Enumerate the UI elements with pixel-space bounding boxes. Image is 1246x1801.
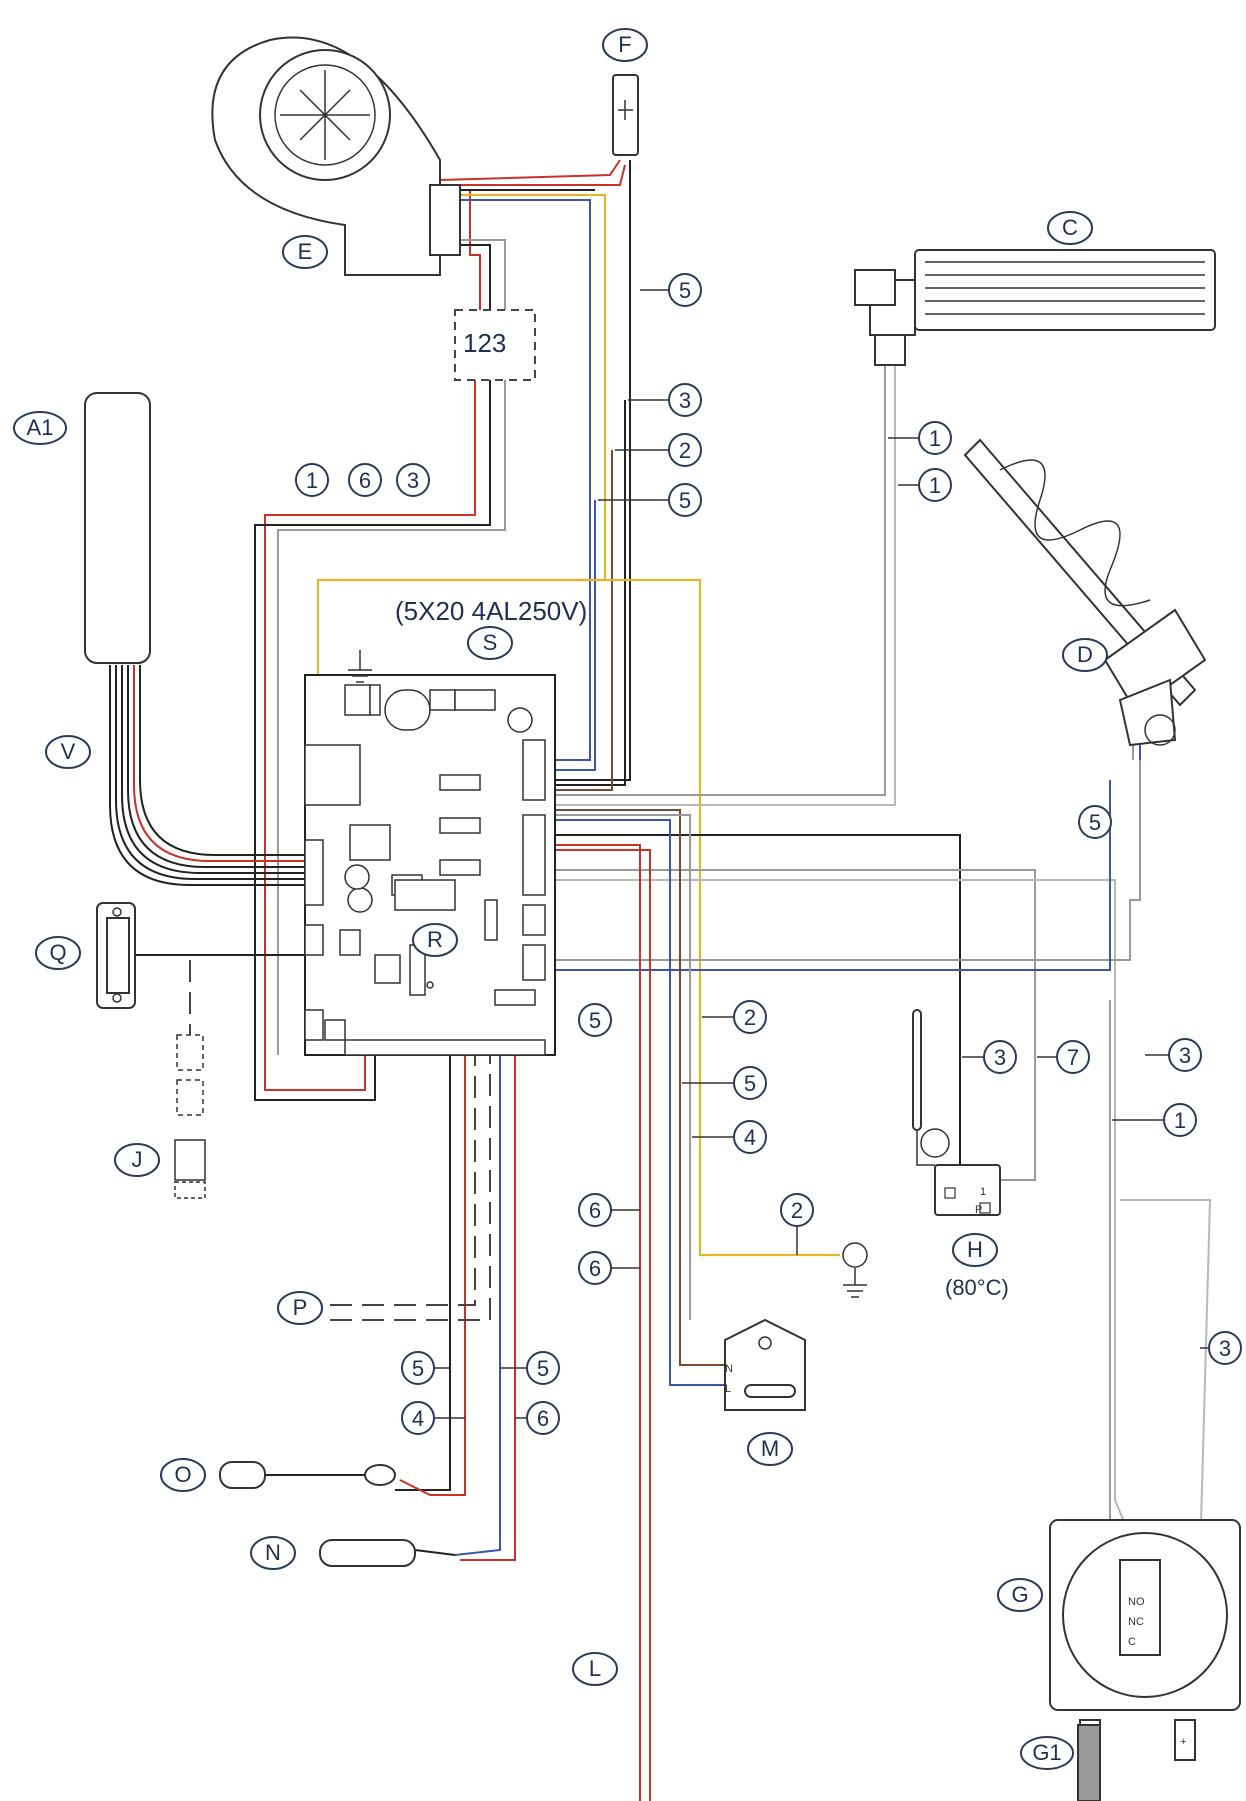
label-h: H xyxy=(967,1237,983,1262)
wire-2-b: 2 xyxy=(744,1005,756,1030)
wire-1-b: 1 xyxy=(929,426,941,451)
label-f: F xyxy=(618,32,631,57)
control-board xyxy=(304,674,556,1056)
label-g: G xyxy=(1011,1582,1028,1607)
terminal-block-label: 123 xyxy=(463,328,506,358)
wire-3-a: 3 xyxy=(679,388,691,413)
probe-o xyxy=(219,1461,396,1489)
wire-6-a: 6 xyxy=(359,468,371,493)
wire-2-a: 2 xyxy=(679,438,691,463)
thermostat-pin-1: 1 xyxy=(980,1186,986,1198)
mains-n: N xyxy=(725,1363,733,1375)
wire-1-c: 1 xyxy=(929,473,941,498)
label-g1: G1 xyxy=(1032,1740,1061,1765)
temperature-probe-f xyxy=(612,74,639,156)
wire-6-d: 6 xyxy=(537,1406,549,1431)
wire-5-d: 5 xyxy=(589,1008,601,1033)
wire-5-a: 5 xyxy=(679,278,691,303)
wire-5-g: 5 xyxy=(537,1356,549,1381)
wire-number-labels: 5 3 2 5 1 6 3 1 1 5 5 2 5 4 xyxy=(295,273,1242,1435)
wire-5-f: 5 xyxy=(412,1356,424,1381)
serial-connector xyxy=(96,902,136,1009)
wire-5-b: 5 xyxy=(679,488,691,513)
switch-no: NO xyxy=(1128,1596,1145,1608)
fuse-note: (5X20 4AL250V) xyxy=(395,596,587,626)
port-plus: + xyxy=(1180,1736,1186,1748)
label-o: O xyxy=(174,1462,191,1487)
wire-1-a: 1 xyxy=(306,468,318,493)
switch-nc: NC xyxy=(1128,1616,1144,1628)
safety-thermostat: 1 P xyxy=(912,1009,1001,1216)
ground-symbol-board xyxy=(348,650,372,683)
component-labels: F E C A1 D S V Q R J H P M O N G L xyxy=(13,28,1108,1770)
label-j: J xyxy=(132,1147,143,1172)
wire-1-d: 1 xyxy=(1174,1108,1186,1133)
thermostat-pin-p: P xyxy=(975,1204,982,1216)
wire-6-b: 6 xyxy=(589,1198,601,1223)
terminal-block: 123 xyxy=(454,309,536,381)
wire-3-e: 3 xyxy=(1219,1336,1231,1361)
blower-fan xyxy=(211,36,461,276)
wire-5-e: 5 xyxy=(744,1071,756,1096)
wire-5-c: 5 xyxy=(1089,810,1101,835)
thermostat-note: (80°C) xyxy=(945,1275,1009,1300)
label-n: N xyxy=(265,1540,281,1565)
auger-motor xyxy=(963,438,1207,747)
switch-c: C xyxy=(1128,1636,1136,1648)
label-c: C xyxy=(1062,215,1078,240)
label-v: V xyxy=(61,739,76,764)
label-s: S xyxy=(483,630,498,655)
probe-n xyxy=(319,1539,416,1567)
connector-j xyxy=(174,1034,206,1199)
tangential-fan xyxy=(854,249,1216,366)
wire-7: 7 xyxy=(1067,1045,1079,1070)
wire-3-c: 3 xyxy=(994,1045,1006,1070)
label-r: R xyxy=(427,927,443,952)
label-m: M xyxy=(761,1436,779,1461)
label-d: D xyxy=(1077,642,1093,667)
wire-3-d: 3 xyxy=(1179,1043,1191,1068)
wire-3-b: 3 xyxy=(407,468,419,493)
label-l: L xyxy=(589,1656,601,1681)
label-e: E xyxy=(298,239,313,264)
wire-4-a: 4 xyxy=(744,1125,756,1150)
mains-l: L xyxy=(725,1383,731,1395)
wire-4-b: 4 xyxy=(412,1406,424,1431)
wire-6-c: 6 xyxy=(589,1256,601,1281)
wire-2-c: 2 xyxy=(791,1198,803,1223)
ground-symbol-mains xyxy=(842,1242,868,1298)
label-q: Q xyxy=(49,940,66,965)
wires xyxy=(109,159,1212,1801)
label-p: P xyxy=(293,1295,308,1320)
label-a1: A1 xyxy=(27,415,54,440)
pressure-switch: NO NC C - + xyxy=(1049,1519,1241,1801)
mains-socket: N L xyxy=(724,1318,806,1411)
display-panel xyxy=(84,392,151,664)
